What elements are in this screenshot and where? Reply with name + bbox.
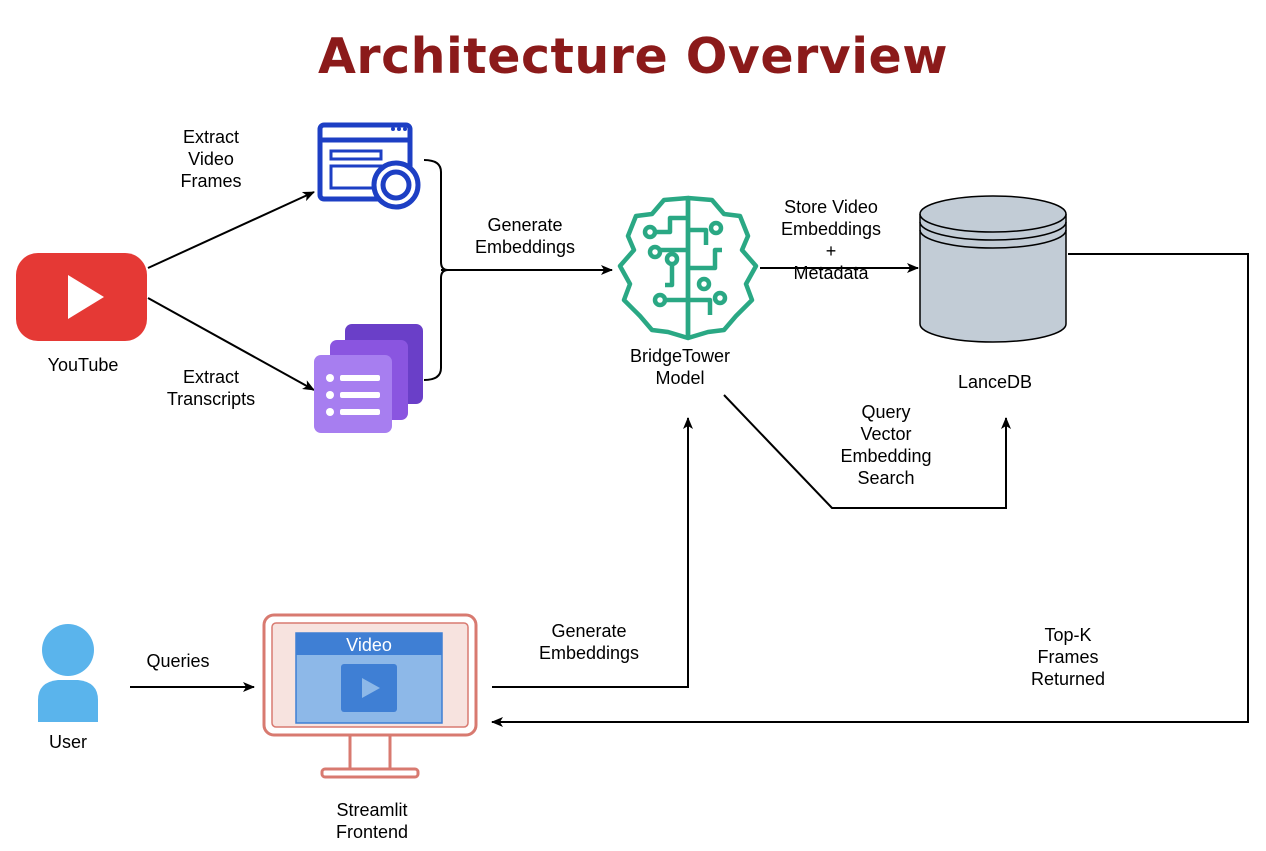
- edge-transcripts-bracket: [423, 269, 449, 381]
- user-label: User: [48, 732, 88, 752]
- store-label: Store Video Embeddings + Metadata: [780, 197, 882, 283]
- generate-embeddings-top-label: Generate Embeddings: [474, 215, 576, 257]
- extract-transcripts-label: Extract Transcripts: [166, 367, 256, 409]
- database-icon: [919, 195, 1067, 343]
- youtube-label: YouTube: [47, 355, 119, 375]
- lancedb-label: LanceDB: [957, 372, 1033, 392]
- monitor-icon: Video: [262, 613, 478, 779]
- queries-label: Queries: [146, 651, 210, 671]
- video-window-title: Video: [346, 635, 392, 655]
- query-label: Query Vector Embedding Search: [840, 402, 932, 488]
- edge-youtube-to-frames: [147, 191, 315, 269]
- generate-embeddings-bottom-label: Generate Embeddings: [538, 621, 640, 663]
- edge-query-lancedb: [723, 394, 1011, 509]
- video-frames-icon: [317, 122, 421, 210]
- edge-lancedb-to-frontend: [491, 253, 1249, 727]
- topk-label: Top-K Frames Returned: [1030, 625, 1106, 689]
- youtube-icon: [16, 253, 147, 341]
- bridgetower-label: BridgeTower Model: [629, 346, 731, 388]
- extract-frames-label: Extract Video Frames: [180, 127, 242, 191]
- edge-frames-bracket: [423, 159, 449, 271]
- brain-icon: [617, 195, 759, 341]
- connectors: [130, 159, 1249, 727]
- user-icon: [38, 624, 98, 722]
- edge-youtube-to-transcripts: [147, 297, 315, 391]
- transcripts-icon: [314, 324, 423, 433]
- streamlit-label: Streamlit Frontend: [335, 800, 409, 842]
- edge-frontend-to-bridgetower: [492, 417, 693, 688]
- diagram-title: Architecture Overview: [317, 28, 948, 85]
